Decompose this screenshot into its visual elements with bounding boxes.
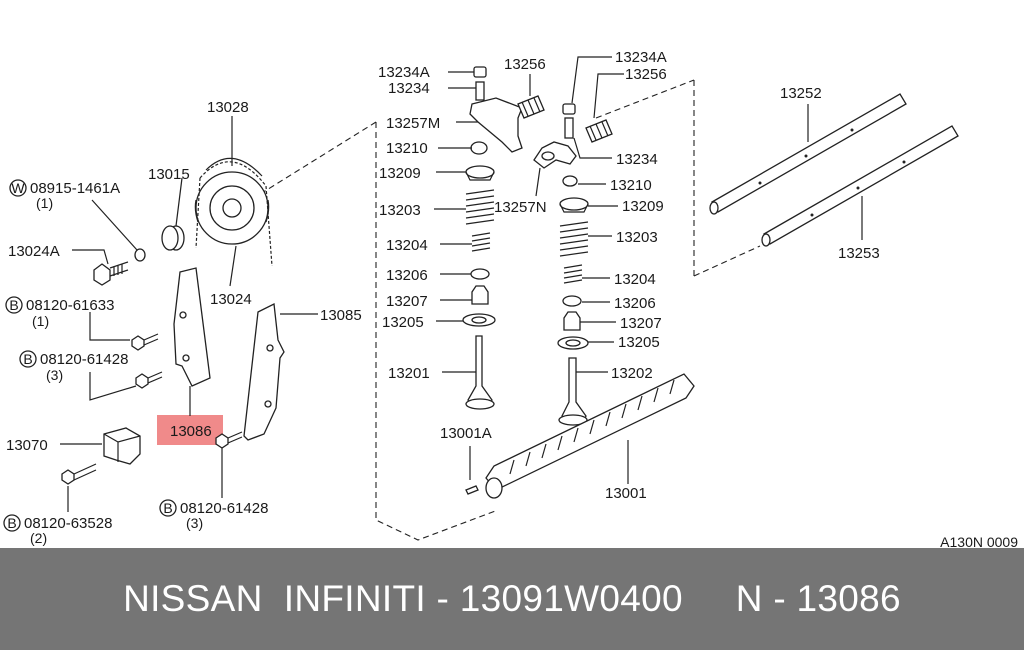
label-bolt1-qty: (1) xyxy=(32,313,49,329)
bolt-08120-61428-b xyxy=(215,431,243,449)
label-13204-left: 13204 xyxy=(386,237,428,254)
valve-stack-left xyxy=(462,66,523,410)
left-leader-lines xyxy=(60,116,318,512)
diagram-code: A130N 0009 xyxy=(940,534,1018,548)
label-13205-left: 13205 xyxy=(382,314,424,331)
marker-b-4: B xyxy=(3,514,21,532)
label-13209-left: 13209 xyxy=(379,165,421,182)
label-13209-right: 13209 xyxy=(622,198,664,215)
chain-link-boundary xyxy=(256,121,377,197)
svg-text:B: B xyxy=(9,297,18,313)
svg-text:W: W xyxy=(11,180,25,196)
label-13256-right: 13256 xyxy=(625,66,667,83)
camshaft-13001 xyxy=(485,373,695,499)
chain-guide-13086 xyxy=(173,267,211,387)
bolt-08120-61633 xyxy=(131,333,159,351)
timing-chain-13028 xyxy=(195,157,273,267)
bolt-08120-63528 xyxy=(61,463,97,485)
highlight-box xyxy=(157,415,223,445)
label-13234-left: 13234 xyxy=(388,80,430,97)
valve-group-boundary xyxy=(375,122,499,541)
dowel-pin-13001a xyxy=(465,485,479,495)
rocker-shaft-13253 xyxy=(761,125,959,247)
pivot-13256-right xyxy=(585,119,613,143)
pivot-13256-center xyxy=(517,95,545,119)
label-washer-number: 08915-1461A xyxy=(30,180,120,197)
label-bolt2-qty: (3) xyxy=(46,367,63,383)
footer-part-number-text: NISSAN INFINITI - 13091W0400 N - 13086 xyxy=(123,578,901,619)
rocker-shaft-13252 xyxy=(709,93,907,215)
label-13234-right: 13234 xyxy=(616,151,658,168)
label-13028: 13028 xyxy=(207,99,249,116)
label-13024a: 13024A xyxy=(8,243,60,260)
rocker-group-boundary-top xyxy=(595,79,695,119)
camshaft-sprocket-13024 xyxy=(194,171,270,245)
label-washer-qty: (1) xyxy=(36,195,53,211)
footer-banner: NISSAN INFINITI - 13091W0400 N - 13086 xyxy=(0,548,1024,650)
chain-tensioner-13070 xyxy=(103,427,141,465)
label-13015: 13015 xyxy=(148,166,190,183)
label-bolt4-number: 08120-63528 xyxy=(24,515,112,532)
label-bolt2-number: 08120-61428 xyxy=(40,351,128,368)
svg-text:B: B xyxy=(163,500,172,516)
label-13252: 13252 xyxy=(780,85,822,102)
marker-b-2: B xyxy=(19,350,37,368)
bolt-08120-61428-a xyxy=(135,371,163,389)
label-bolt3-number: 08120-61428 xyxy=(180,500,268,517)
label-13204-right: 13204 xyxy=(614,271,656,288)
label-13001: 13001 xyxy=(605,485,647,502)
label-13205-right: 13205 xyxy=(618,334,660,351)
sprocket-bolt-13024a xyxy=(93,261,129,286)
right-leader-lines xyxy=(434,56,863,484)
marker-b-3: B xyxy=(159,499,177,517)
label-13206-right: 13206 xyxy=(614,295,656,312)
label-13210-right: 13210 xyxy=(610,177,652,194)
label-13085: 13085 xyxy=(320,307,362,324)
label-13086: 13086 xyxy=(170,423,212,440)
label-13234a-right: 13234A xyxy=(615,49,667,66)
label-13203-left: 13203 xyxy=(379,202,421,219)
label-13203-right: 13203 xyxy=(616,229,658,246)
label-13206-left: 13206 xyxy=(386,267,428,284)
label-13024: 13024 xyxy=(210,291,252,308)
label-bolt3-qty: (3) xyxy=(186,515,203,531)
sprocket-spacer-13015 xyxy=(161,225,185,251)
label-13202: 13202 xyxy=(611,365,653,382)
label-13256-center: 13256 xyxy=(504,56,546,73)
label-13210-left: 13210 xyxy=(386,140,428,157)
marker-b-1: B xyxy=(5,296,23,314)
svg-text:B: B xyxy=(23,351,32,367)
tensioner-guide-13085 xyxy=(243,303,285,441)
label-13234a-left: 13234A xyxy=(378,64,430,81)
label-13257m: 13257M xyxy=(386,115,440,132)
label-13001a: 13001A xyxy=(440,425,492,442)
exploded-parts-diagram: W B B B B 13234A 13234 13256 13234A 1325… xyxy=(3,49,1018,548)
label-13257n: 13257N xyxy=(494,199,547,216)
label-13201: 13201 xyxy=(388,365,430,382)
label-bolt1-number: 08120-61633 xyxy=(26,297,114,314)
svg-text:B: B xyxy=(7,515,16,531)
label-13207-right: 13207 xyxy=(620,315,662,332)
shaft-group-boundary xyxy=(693,245,761,277)
label-13070: 13070 xyxy=(6,437,48,454)
label-13207-left: 13207 xyxy=(386,293,428,310)
marker-w: W xyxy=(9,179,27,197)
washer-08915 xyxy=(134,248,146,262)
label-13253: 13253 xyxy=(838,245,880,262)
valve-stack-right xyxy=(533,103,589,426)
label-bolt4-qty: (2) xyxy=(30,530,47,546)
